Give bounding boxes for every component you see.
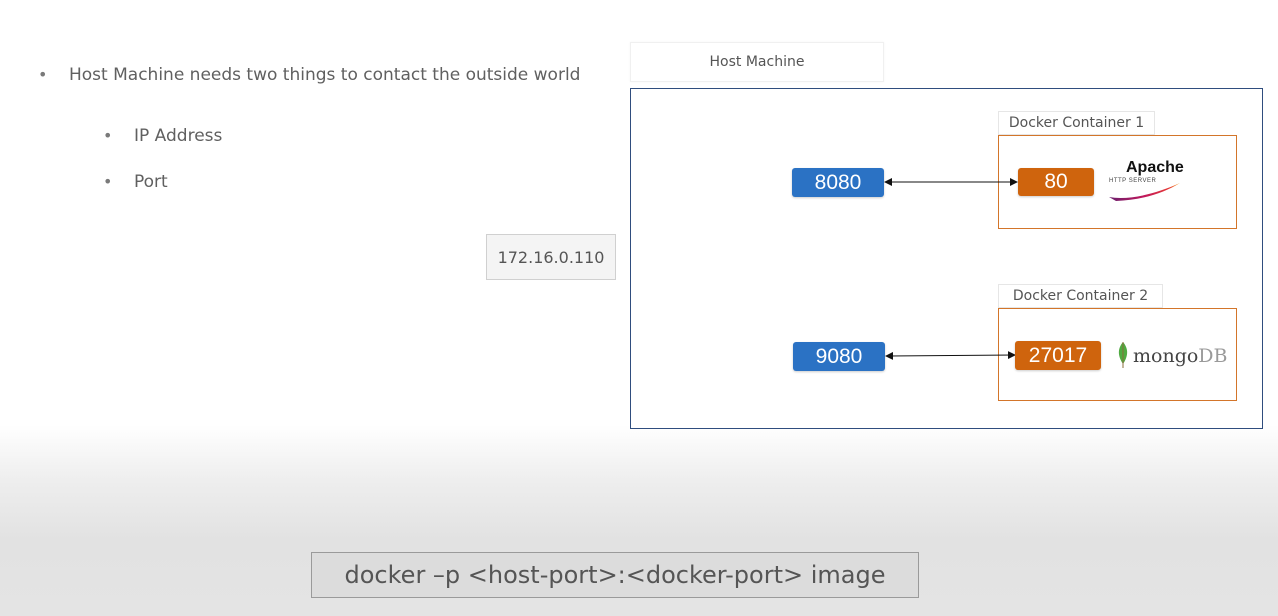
host-machine-label: Host Machine <box>630 42 884 82</box>
bullet-marker: • <box>103 126 113 145</box>
host-port-9080: 9080 <box>793 342 885 371</box>
mongodb-logo-text: mongoDB <box>1133 345 1228 367</box>
bullet-marker: • <box>38 65 48 84</box>
container-port-27017: 27017 <box>1015 341 1101 370</box>
docker-command-box: docker –p <host-port>:<docker-port> imag… <box>311 552 919 598</box>
bullet-marker: • <box>103 172 113 191</box>
apache-feather-icon <box>1109 183 1180 201</box>
mongodb-leaf-icon <box>1118 342 1128 368</box>
bullet-port: Port <box>134 172 168 192</box>
apache-logo-text: Apache <box>1126 159 1184 176</box>
bullet-ip-address: IP Address <box>134 126 223 146</box>
docker-container-1-label: Docker Container 1 <box>998 111 1155 135</box>
ip-address-box: 172.16.0.110 <box>486 234 616 280</box>
host-port-8080: 8080 <box>792 168 884 197</box>
docker-container-2-label: Docker Container 2 <box>998 284 1163 308</box>
arrow-9080-to-27017 <box>885 351 1016 360</box>
apache-logo-subtext: HTTP SERVER <box>1109 178 1157 184</box>
container-port-80: 80 <box>1018 168 1094 196</box>
bullet-main-text: Host Machine needs two things to contact… <box>69 65 581 85</box>
